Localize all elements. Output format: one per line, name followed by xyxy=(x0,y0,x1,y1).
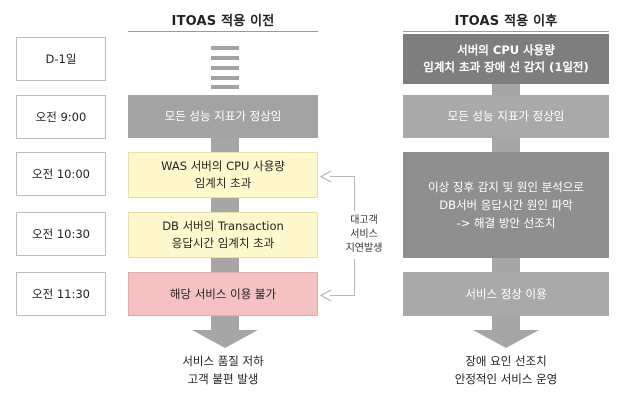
time-1000: 오전 10:00 xyxy=(16,152,106,196)
before-connector xyxy=(211,138,239,152)
delay-note-line3: 지연발생 xyxy=(345,243,383,254)
after-box-service-normal: 서비스 정상 이용 xyxy=(403,272,609,316)
before-outcome: 서비스 품질 저하 고객 불편 발생 xyxy=(128,350,318,390)
after-box-early-detection: 서버의 CPU 사용량 임계치 초과 장애 선 감지 (1일전) xyxy=(403,34,609,84)
before-down-arrow xyxy=(192,316,258,348)
delay-bracket-arrowhead-icon xyxy=(319,289,332,302)
time-1030: 오전 10:30 xyxy=(16,212,106,256)
delay-note: 대고객 서비스 지연발생 xyxy=(340,211,388,259)
after-box-analysis-line3: -> 해결 방안 선조치 xyxy=(456,216,556,230)
before-empty-stripe xyxy=(211,46,239,50)
after-down-arrow xyxy=(473,316,539,348)
before-empty-stripe xyxy=(211,66,239,70)
after-box-normal: 모든 성능 지표가 정상임 xyxy=(403,95,609,138)
time-0900: 오전 9:00 xyxy=(16,95,106,139)
after-box-analysis: 이상 징후 감지 및 원인 분석으로 DB서버 응답시간 원인 파악 -> 해결… xyxy=(403,152,609,258)
before-outcome-line2: 고객 불편 발생 xyxy=(187,372,259,386)
before-box-service-unavailable: 해당 서비스 이용 불가 xyxy=(128,272,318,316)
after-outcome: 장애 요인 선조치 안정적인 서비스 운영 xyxy=(403,350,609,390)
before-title: ITOAS 적용 이전 xyxy=(171,13,275,29)
after-title-rule xyxy=(403,31,609,32)
before-box-was-cpu: WAS 서버의 CPU 사용량 임계치 초과 xyxy=(128,152,318,198)
before-connector xyxy=(211,198,239,212)
time-d-1: D-1일 xyxy=(16,37,106,81)
after-box-analysis-line1: 이상 징후 감지 및 원인 분석으로 xyxy=(428,180,584,194)
before-empty-stripe xyxy=(211,85,239,89)
before-box-db-transaction: DB 서버의 Transaction 응답시간 임계치 초과 xyxy=(128,212,318,258)
delay-bracket-bottom xyxy=(330,295,354,296)
before-box-normal: 모든 성능 지표가 정상임 xyxy=(128,95,318,138)
after-outcome-line1: 장애 요인 선조치 xyxy=(465,354,547,368)
before-outcome-line1: 서비스 품질 저하 xyxy=(182,354,264,368)
after-box-early-detection-line1: 서버의 CPU 사용량 xyxy=(457,43,555,57)
before-connector xyxy=(211,258,239,272)
delay-note-line1: 대고객 xyxy=(350,215,378,226)
delay-note-line2: 서비스 xyxy=(350,229,378,240)
before-box-was-cpu-line2: 임계치 초과 xyxy=(194,176,252,190)
after-connector xyxy=(492,84,520,95)
after-box-early-detection-line2: 임계치 초과 장애 선 감지 (1일전) xyxy=(423,60,589,74)
delay-bracket-top xyxy=(330,176,354,177)
before-empty-stripe xyxy=(211,76,239,80)
after-title: ITOAS 적용 이후 xyxy=(454,13,558,29)
before-box-was-cpu-line1: WAS 서버의 CPU 사용량 xyxy=(161,159,285,173)
before-box-db-transaction-line2: 응답시간 임계치 초과 xyxy=(171,236,275,250)
before-title-rule xyxy=(128,31,318,32)
time-1130: 오전 11:30 xyxy=(16,272,106,316)
after-connector xyxy=(492,138,520,152)
before-box-db-transaction-line1: DB 서버의 Transaction xyxy=(162,219,284,233)
after-outcome-line2: 안정적인 서비스 운영 xyxy=(454,372,558,386)
after-box-analysis-line2: DB서버 응답시간 원인 파악 xyxy=(439,198,573,212)
before-empty-stripe xyxy=(211,56,239,60)
after-connector xyxy=(492,258,520,272)
delay-bracket-arrowhead-icon xyxy=(319,170,332,183)
